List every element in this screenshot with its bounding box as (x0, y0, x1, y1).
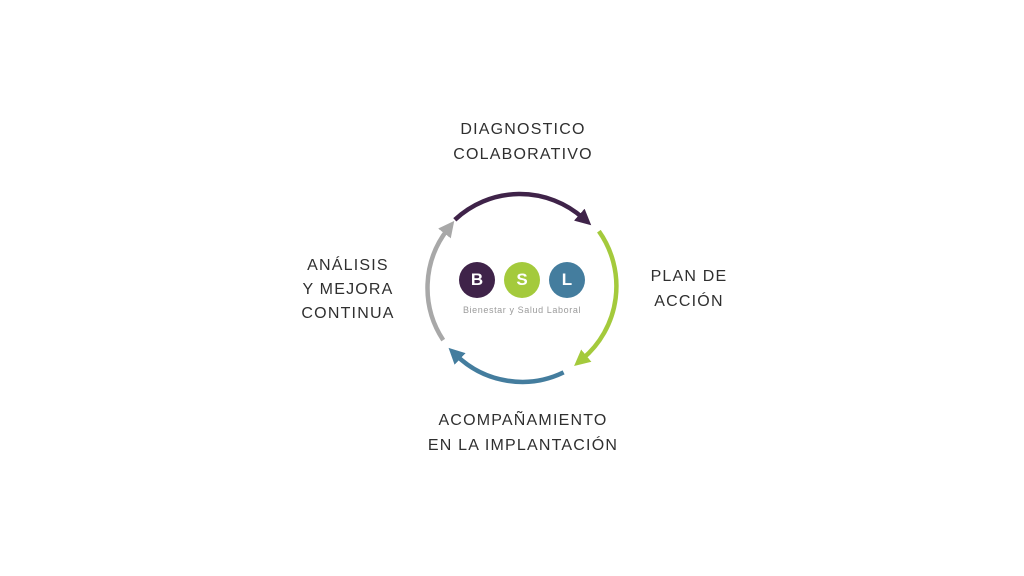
label-line: CONTINUA (301, 305, 395, 322)
label-line: ANÁLISIS (307, 257, 389, 274)
logo-tagline: Bienestar y Salud Laboral (462, 305, 582, 315)
label-analisis-mejora-continua: ANÁLISIS Y MEJORA CONTINUA (280, 254, 416, 326)
label-line: EN LA IMPLANTACIÓN (427, 437, 619, 454)
logo-letter-b: B (459, 262, 495, 298)
logo-letter-l: L (549, 262, 585, 298)
label-line: DIAGNOSTICO (460, 121, 586, 138)
label-plan-de-accion: PLAN DE ACCIÓN (634, 264, 744, 314)
arc-diagnostico-colaborativo (453, 191, 592, 226)
label-line: Y MEJORA (302, 281, 394, 298)
arc-plan-de-accion (574, 229, 619, 366)
label-line: COLABORATIVO (453, 146, 593, 163)
label-line: ACCIÓN (654, 293, 724, 310)
arc-acompanamiento (448, 347, 565, 385)
arc-analisis-mejora-continua (425, 220, 455, 342)
label-diagnostico-colaborativo: DIAGNOSTICO COLABORATIVO (403, 117, 643, 167)
label-line: ACOMPAÑAMIENTO (438, 412, 608, 429)
bsl-logo-letters: B S L (459, 262, 585, 298)
bsl-logo: B S L Bienestar y Salud Laboral (459, 262, 585, 315)
label-acompanamiento-implantacion: ACOMPAÑAMIENTO EN LA IMPLANTACIÓN (373, 408, 673, 458)
logo-letter-s: S (504, 262, 540, 298)
label-line: PLAN DE (650, 268, 728, 285)
